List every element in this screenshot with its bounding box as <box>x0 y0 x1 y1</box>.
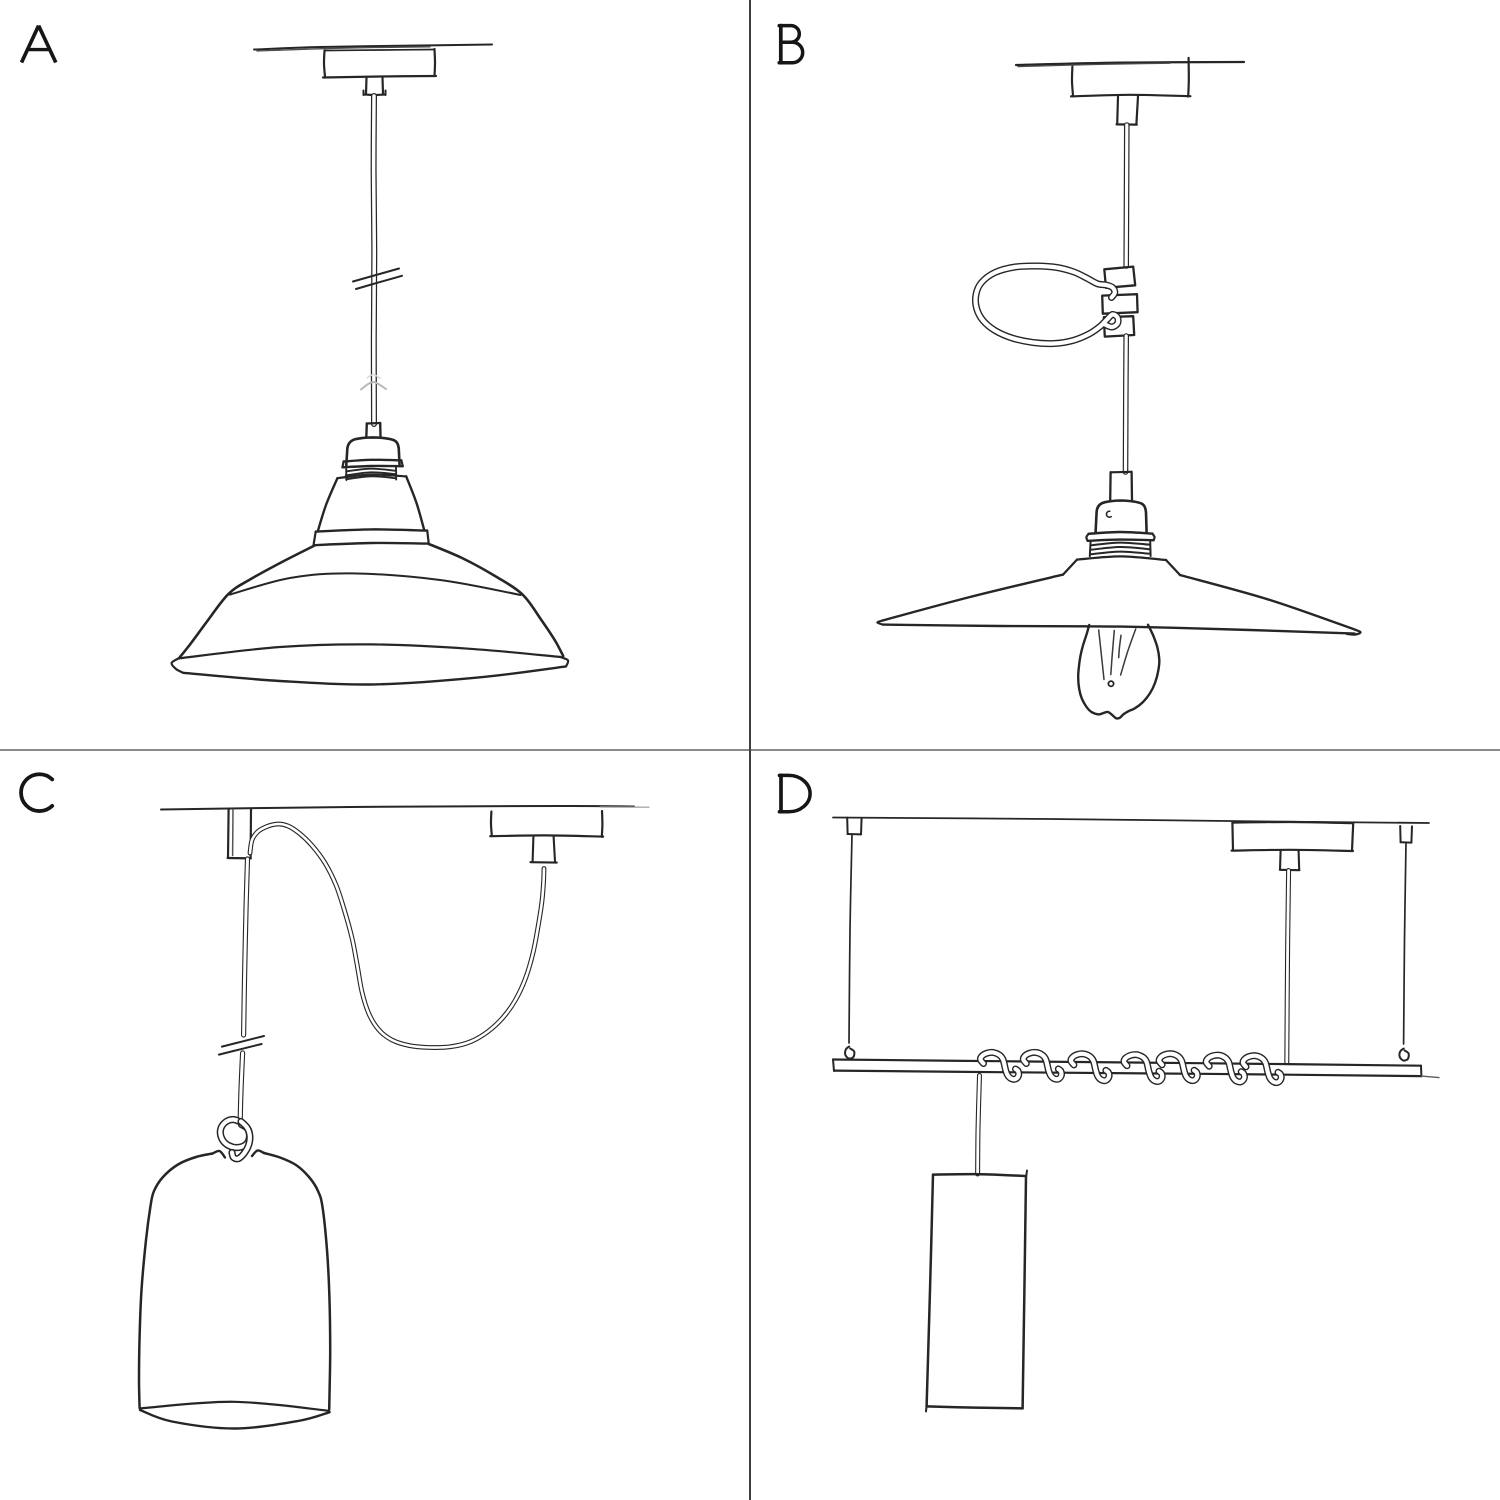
sketch-pendant-shortened-loop-plate-shade <box>777 23 1362 720</box>
quadrant-b: B <box>750 0 1500 750</box>
sketch-swag-hook-bell-shade <box>19 772 650 1430</box>
vertical-divider <box>749 0 751 1500</box>
sketch-bar-wrapped-cable-tube-shade <box>777 773 1440 1413</box>
quadrant-c: C <box>0 750 750 1500</box>
quadrant-a: A <box>0 0 750 750</box>
sketch-pendant-rose-industrial-shade <box>19 24 570 686</box>
quadrant-d: D <box>750 750 1500 1500</box>
